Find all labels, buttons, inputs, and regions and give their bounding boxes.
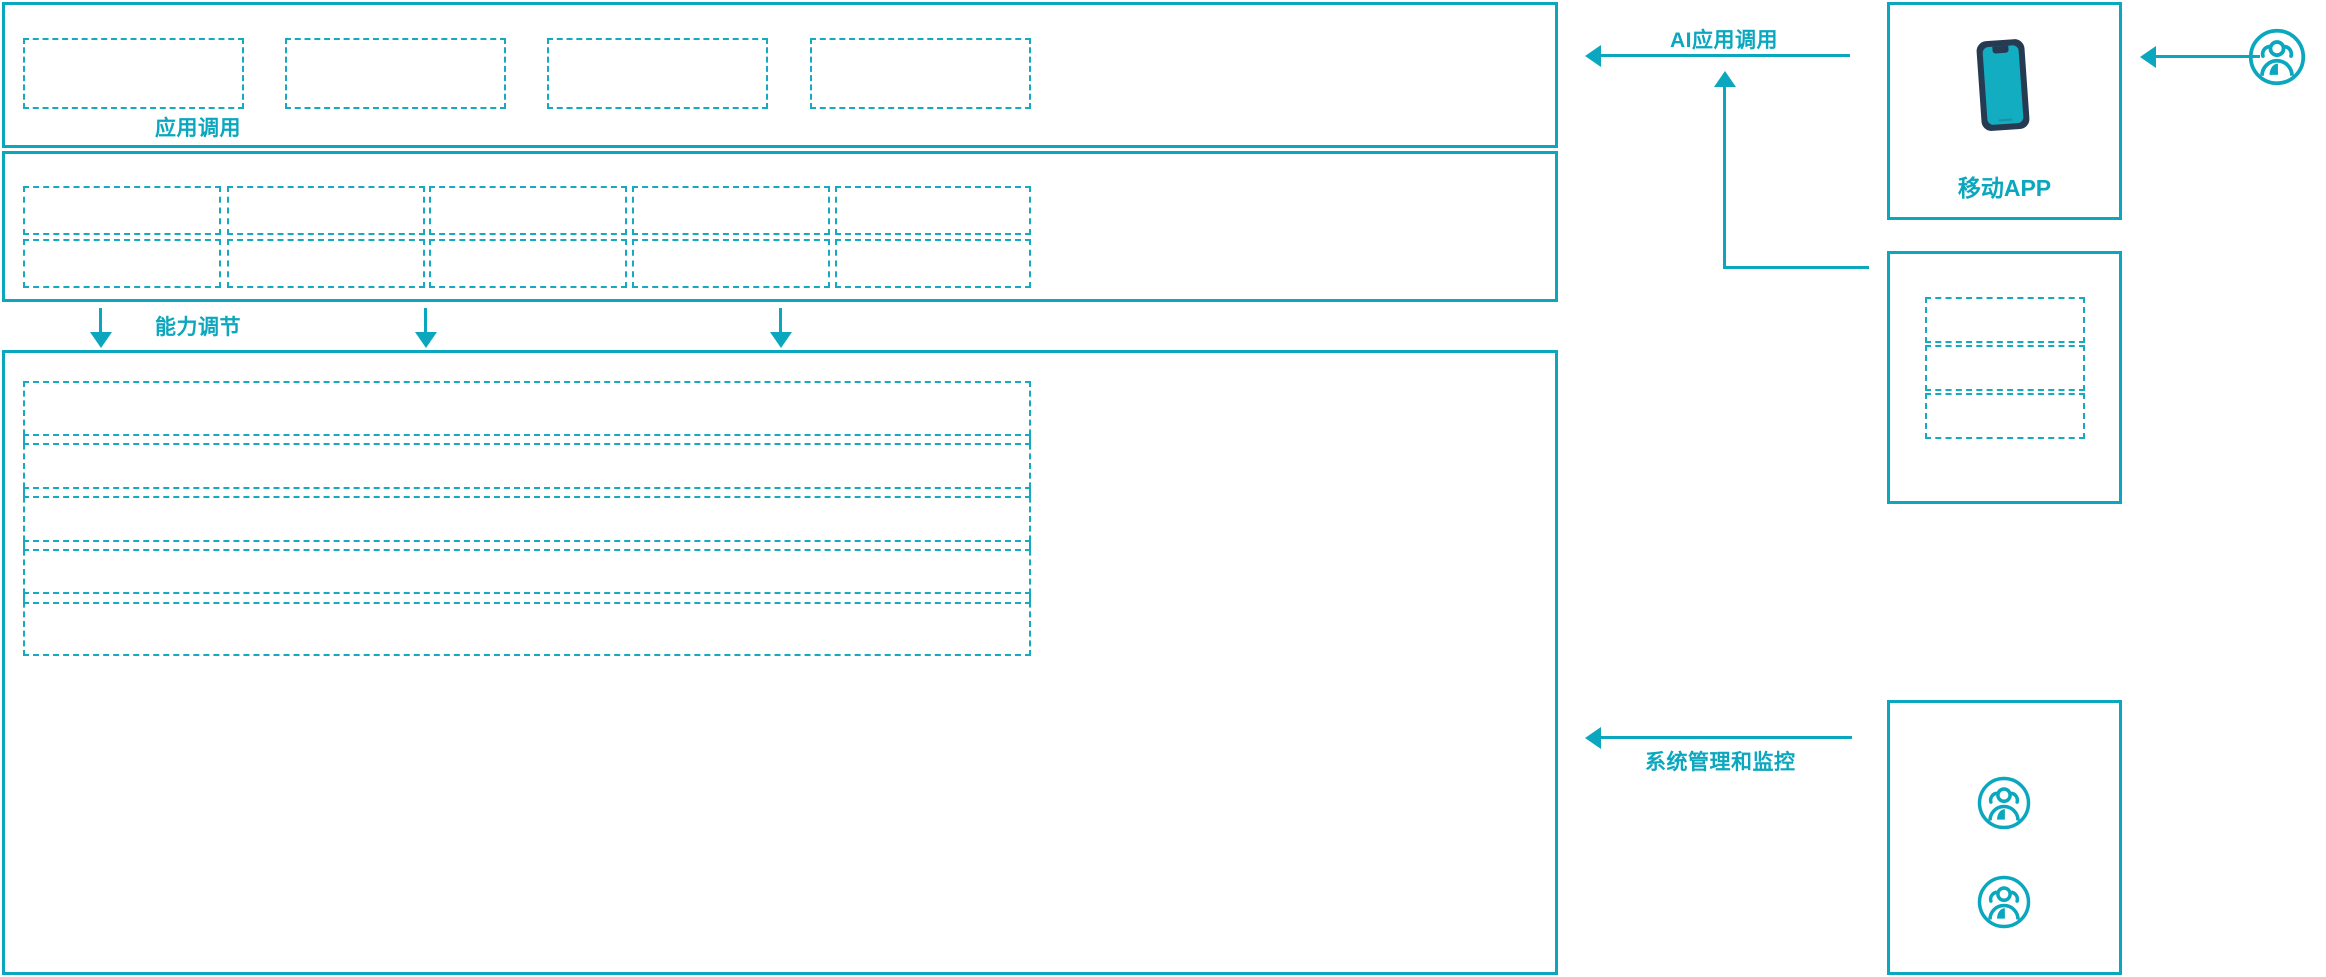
- capability-layer-slot-5[interactable]: [835, 186, 1031, 235]
- app-call-label: 应用调用: [155, 117, 241, 140]
- capability-tuning-arrow-1: [99, 308, 102, 333]
- users-group-icon-admin-2: [1976, 874, 2032, 930]
- application-layer-panel[interactable]: [2, 2, 1558, 148]
- capability-tuning-arrow-3: [779, 308, 782, 333]
- system-management-label: 系统管理和监控: [1645, 751, 1796, 774]
- channel-to-ai-riser: [1723, 86, 1726, 268]
- capability-layer-slot-1[interactable]: [23, 186, 221, 235]
- platform-layer-panel[interactable]: [2, 350, 1558, 975]
- users-group-icon-admin-1: [1976, 775, 2032, 831]
- channel-card-slot-1[interactable]: [1925, 297, 2085, 343]
- capability-layer-panel[interactable]: [2, 151, 1558, 302]
- admin-card[interactable]: [1887, 700, 2122, 975]
- system-management-arrow: [1600, 736, 1852, 739]
- smartphone-icon: [1972, 35, 2036, 135]
- platform-layer-slot-4[interactable]: [23, 540, 1031, 604]
- user-to-mobile-arrow: [2155, 55, 2260, 58]
- capability-layer-slot-6[interactable]: [23, 239, 221, 288]
- channel-card-slot-2[interactable]: [1925, 345, 2085, 391]
- platform-layer-slot-2[interactable]: [23, 434, 1031, 498]
- application-layer-slot-1[interactable]: [23, 38, 244, 109]
- end-user-icon[interactable]: [2247, 27, 2307, 87]
- channel-card-slot-3[interactable]: [1925, 393, 2085, 439]
- capability-tuning-arrow-2: [424, 308, 427, 333]
- channel-to-ai-connector: [1723, 266, 1869, 269]
- application-layer-slot-2[interactable]: [285, 38, 506, 109]
- capability-layer-slot-10[interactable]: [835, 239, 1031, 288]
- application-layer-slot-4[interactable]: [810, 38, 1031, 109]
- platform-layer-slot-1[interactable]: [23, 381, 1031, 445]
- mobile-app-caption: 移动APP: [1957, 175, 2052, 201]
- capability-layer-slot-2[interactable]: [227, 186, 425, 235]
- capability-layer-slot-3[interactable]: [429, 186, 627, 235]
- capability-tuning-label: 能力调节: [155, 316, 241, 339]
- capability-layer-slot-8[interactable]: [429, 239, 627, 288]
- ai-app-call-label: AI应用调用: [1670, 29, 1778, 52]
- capability-layer-slot-4[interactable]: [632, 186, 830, 235]
- platform-layer-slot-5[interactable]: [23, 592, 1031, 656]
- platform-layer-slot-3[interactable]: [23, 487, 1031, 551]
- ai-app-call-arrow: [1600, 54, 1850, 57]
- capability-layer-slot-9[interactable]: [632, 239, 830, 288]
- application-layer-slot-3[interactable]: [547, 38, 768, 109]
- capability-layer-slot-7[interactable]: [227, 239, 425, 288]
